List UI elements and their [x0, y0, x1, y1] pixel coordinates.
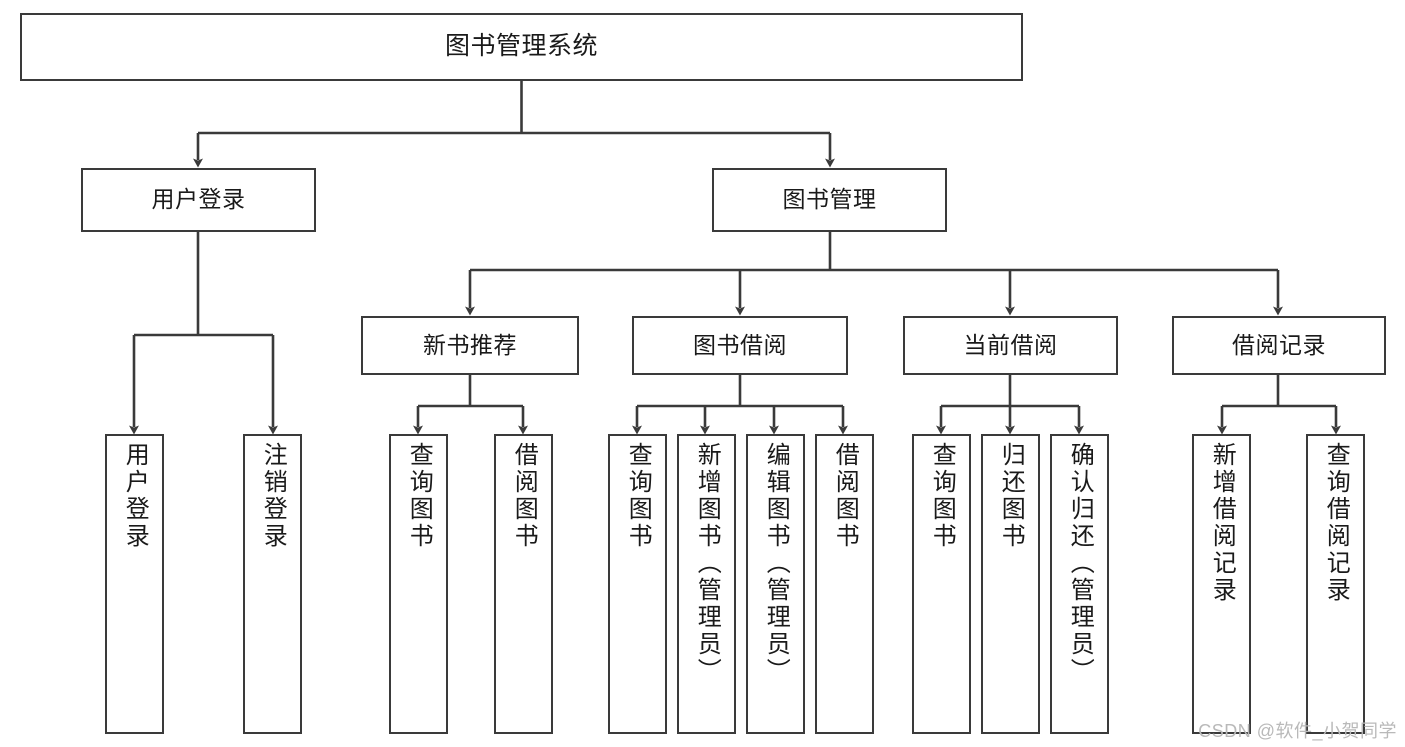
node-leaf-add-book[interactable]: 新增图书（管理员）: [677, 434, 736, 734]
node-leaf-query-book-3-label: 查询图书: [928, 442, 956, 550]
node-leaf-return-book[interactable]: 归还图书: [981, 434, 1040, 734]
watermark: CSDN @软件_小贺同学: [1198, 721, 1397, 741]
node-leaf-user-login[interactable]: 用户登录: [105, 434, 164, 734]
node-leaf-edit-book[interactable]: 编辑图书（管理员）: [746, 434, 805, 734]
node-root-label: 图书管理系统: [444, 32, 598, 61]
node-leaf-borrow-book-1-label: 借阅图书: [510, 442, 538, 550]
node-leaf-borrow-book-1[interactable]: 借阅图书: [494, 434, 553, 734]
node-leaf-query-book-3[interactable]: 查询图书: [912, 434, 971, 734]
node-new-book-recommend-label: 新书推荐: [423, 331, 517, 358]
node-leaf-query-record-label: 查询借阅记录: [1322, 442, 1350, 604]
node-leaf-logout-login-label: 注销登录: [259, 442, 287, 550]
node-leaf-query-book-2[interactable]: 查询图书: [608, 434, 667, 734]
node-leaf-return-book-label: 归还图书: [997, 442, 1025, 550]
node-leaf-add-record-label: 新增借阅记录: [1208, 442, 1236, 604]
node-leaf-add-book-label: 新增图书（管理员）: [693, 442, 721, 685]
node-new-book-recommend[interactable]: 新书推荐: [361, 316, 579, 375]
node-leaf-query-book-2-label: 查询图书: [624, 442, 652, 550]
node-current-borrow-label: 当前借阅: [963, 331, 1058, 358]
node-leaf-query-book-1[interactable]: 查询图书: [389, 434, 448, 734]
node-leaf-logout-login[interactable]: 注销登录: [243, 434, 302, 734]
node-leaf-confirm-return[interactable]: 确认归还（管理员）: [1050, 434, 1109, 734]
node-leaf-borrow-book-2-label: 借阅图书: [831, 442, 859, 550]
node-leaf-user-login-label: 用户登录: [121, 442, 149, 550]
node-root[interactable]: 图书管理系统: [20, 13, 1023, 81]
node-user-login-label: 用户登录: [151, 186, 246, 213]
node-book-manage-label: 图书管理: [782, 186, 877, 213]
node-current-borrow[interactable]: 当前借阅: [903, 316, 1118, 375]
node-book-manage[interactable]: 图书管理: [712, 168, 947, 232]
node-leaf-query-record[interactable]: 查询借阅记录: [1306, 434, 1365, 734]
node-leaf-query-book-1-label: 查询图书: [405, 442, 433, 550]
node-leaf-borrow-book-2[interactable]: 借阅图书: [815, 434, 874, 734]
node-borrow-record-label: 借阅记录: [1232, 331, 1326, 358]
node-leaf-edit-book-label: 编辑图书（管理员）: [762, 442, 790, 685]
node-book-borrow-label: 图书借阅: [693, 331, 787, 358]
node-user-login[interactable]: 用户登录: [81, 168, 316, 232]
node-book-borrow[interactable]: 图书借阅: [632, 316, 848, 375]
node-leaf-add-record[interactable]: 新增借阅记录: [1192, 434, 1251, 734]
node-borrow-record[interactable]: 借阅记录: [1172, 316, 1386, 375]
node-leaf-confirm-return-label: 确认归还（管理员）: [1066, 442, 1094, 685]
